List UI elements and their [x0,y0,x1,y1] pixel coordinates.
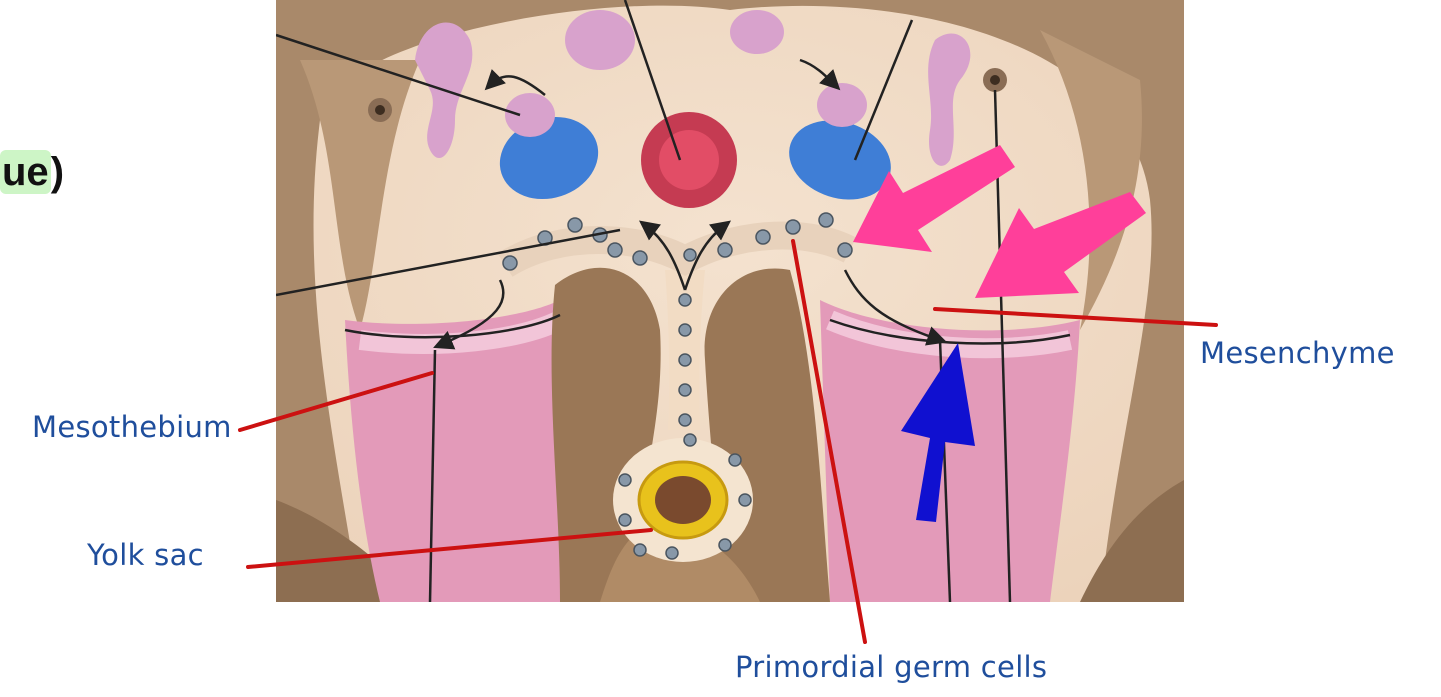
mesothelium-label: Mesothebium [32,410,232,444]
primordial-germ-cells-label: Primordial germ cells [735,650,1047,684]
yolk-sac-label: Yolk sac [87,538,204,572]
mesenchyme-label: Mesenchyme [1200,336,1395,370]
illustration [276,0,1184,602]
